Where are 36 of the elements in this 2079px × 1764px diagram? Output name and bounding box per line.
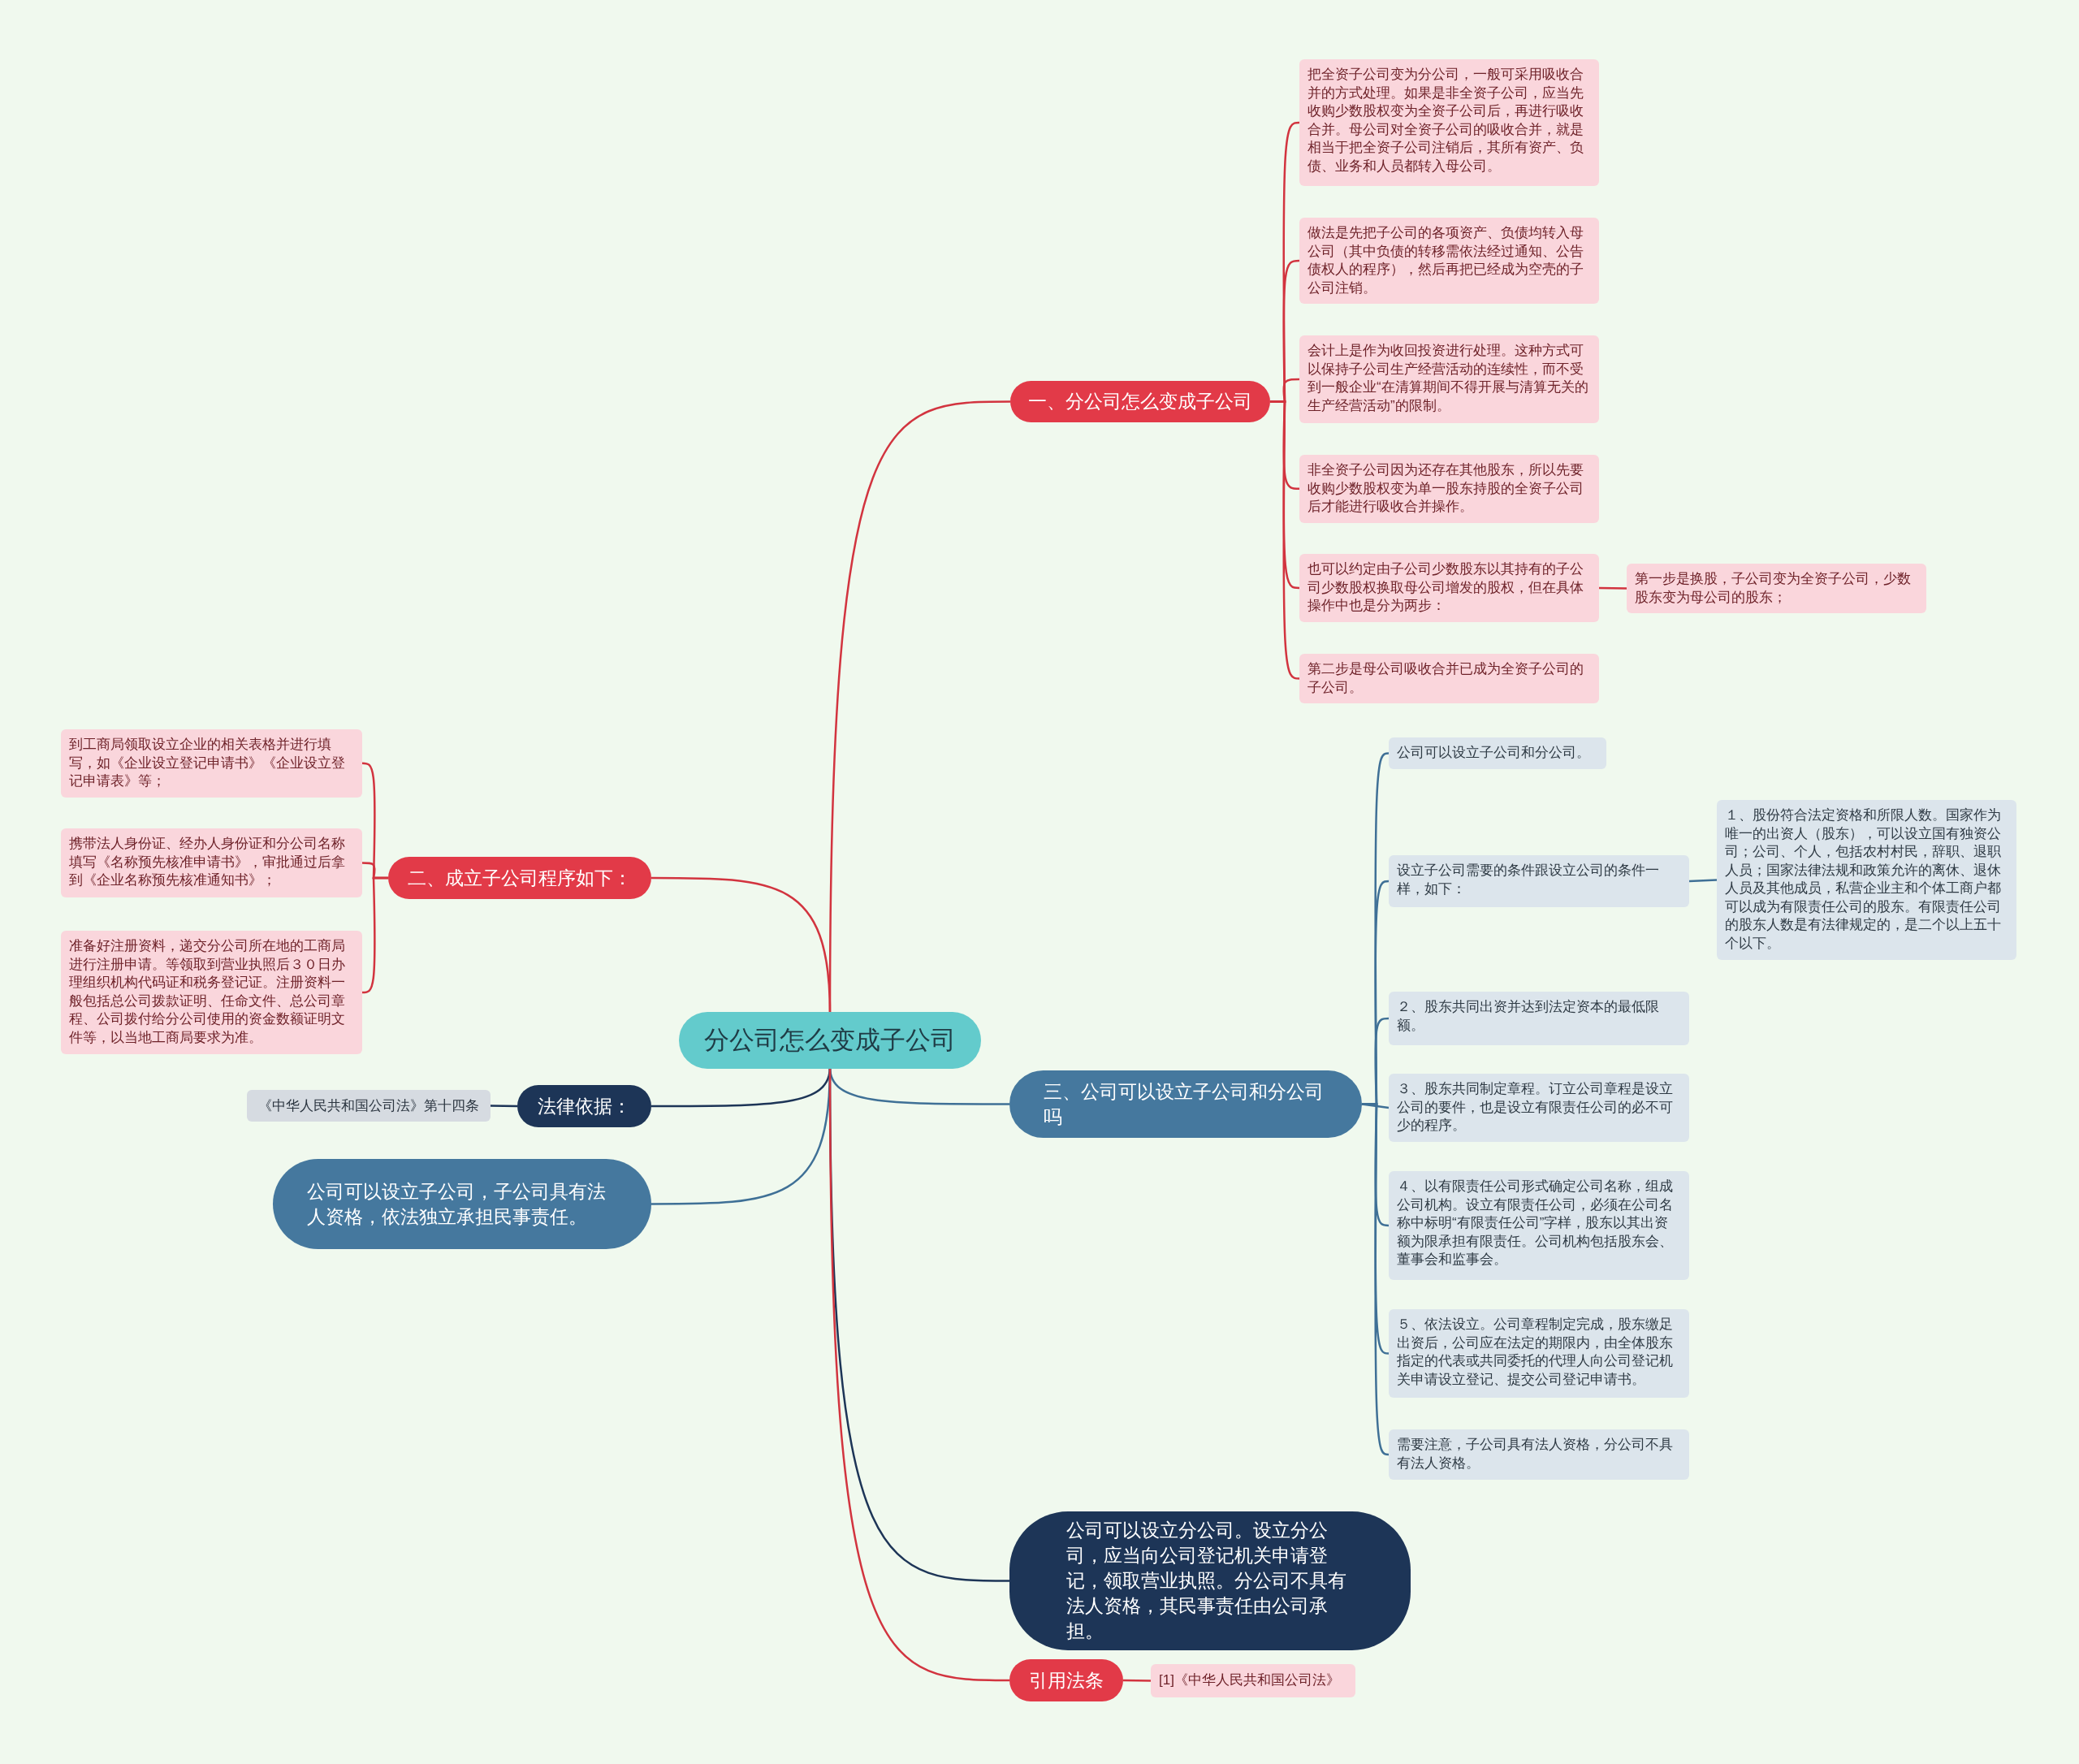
note-box: 携带法人身份证、经办人身份证和分公司名称填写《名称预先核准申请书》，审批通过后拿到《企业名称预先核准通知书》； xyxy=(61,828,362,897)
connector-line xyxy=(1599,586,1627,590)
note-box: ３、股东共同制定章程。订立公司章程是设立公司的要件，也是设立有限责任公司的必不可少的程序。 xyxy=(1389,1074,1689,1142)
note-box: 设立子公司需要的条件跟设立公司的条件一样，如下： xyxy=(1389,855,1689,907)
connector-line xyxy=(1123,1679,1151,1682)
note-box: [1]《中华人民共和国公司法》 xyxy=(1151,1664,1355,1697)
branch-topic: 引用法条 xyxy=(1009,1659,1123,1701)
central-topic: 分公司怎么变成子公司 xyxy=(679,1012,981,1069)
note-box: 到工商局领取设立企业的相关表格并进行填写，如《企业设立登记申请书》《企业设立登记申请表》等； xyxy=(61,729,362,798)
connector-line xyxy=(828,1067,1009,1682)
note-box: 把全资子公司变为分公司，一般可采用吸收合并的方式处理。如果是非全资子公司，应当先收购少数股权变为全资子公司后，再进行吸收合并。母公司对全资子公司的吸收合并，就是相当于把全资子公司注销后，其所有资产、负债、业务和人员都转入母公司。 xyxy=(1299,59,1599,186)
note-box: 做法是先把子公司的各项资产、负债均转入母公司（其中负债的转移需依法经过通知、公告债权人的程序），然后再把已经成为空壳的子公司注销。 xyxy=(1299,218,1599,304)
connector-line xyxy=(361,876,388,994)
note-box: 非全资子公司因为还存在其他股东，所以先要收购少数股权变为单一股东持股的全资子公司后才能进行吸收合并操作。 xyxy=(1299,455,1599,523)
connector-line xyxy=(1362,1103,1390,1456)
branch-topic: 一、分公司怎么变成子公司 xyxy=(1010,381,1270,422)
branch-topic: 法律依据： xyxy=(517,1085,651,1127)
note-box: 《中华人民共和国公司法》第十四条 xyxy=(247,1090,491,1122)
note-box: 公司可以设立子公司和分公司。 xyxy=(1389,737,1606,769)
branch-topic: 二、成立子公司程序如下： xyxy=(388,857,651,899)
branch-topic: 公司可以设立分公司。设立分公司，应当向公司登记机关申请登记，领取营业执照。分公司不具有法人资格，其民事责任由公司承担。 xyxy=(1009,1511,1411,1650)
note-box: 会计上是作为收回投资进行处理。这种方式可以保持子公司生产经营活动的连续性，而不受到一般企业“在清算期间不得开展与清算无关的生产经营活动”的限制。 xyxy=(1299,335,1599,423)
note-box: 需要注意，子公司具有法人资格，分公司不具有法人资格。 xyxy=(1389,1429,1689,1480)
connector-line xyxy=(1688,879,1718,883)
note-box: ２、股东共同出资并达到法定资本的最低限额。 xyxy=(1389,992,1689,1045)
note-box: 也可以约定由子公司少数股东以其持有的子公司少数股权换取母公司增发的股权，但在具体操作中也是分为两步： xyxy=(1299,554,1599,622)
note-box: ４、以有限责任公司形式确定公司名称，组成公司机构。设立有限责任公司，必须在公司名称中标明“有限责任公司”字样，股东以其出资额为限承担有限责任。公司机构包括股东会、董事会和监事会。 xyxy=(1389,1171,1689,1280)
note-box: 第一步是换股，子公司变为全资子公司，少数股东变为母公司的股东； xyxy=(1627,564,1926,613)
note-box: ５、依法设立。公司章程制定完成，股东缴足出资后，公司应在法定的期限内，由全体股东指定的代表或共同委托的代理人向公司登记机关申请设立登记、提交公司登记申请书。 xyxy=(1389,1309,1689,1398)
connector-line xyxy=(491,1105,517,1108)
branch-topic: 公司可以设立子公司，子公司具有法人资格，依法独立承担民事责任。 xyxy=(273,1159,651,1249)
note-box: 第二步是母公司吸收合并已成为全资子公司的子公司。 xyxy=(1299,654,1599,703)
branch-topic: 三、公司可以设立子公司和分公司吗 xyxy=(1009,1070,1362,1138)
note-box: １、股份符合法定资格和所限人数。国家作为唯一的出资人（股东），可以设立国有独资公司；公司、个人，包括农村村民，辞职、退职人员；国家法律法规和政策允许的离休、退休人员及其他成员，私营企业主和个体工商户都可以成为有限责任公司的股东。有限责任公司的股东人数是有法律规定的，是二个以上五十个以下。 xyxy=(1717,800,2016,960)
note-box: 准备好注册资料，递交分公司所在地的工商局进行注册申请。等领取到营业执照后３０日办理组织机构代码证和税务登记证。注册资料一般包括总公司拨款证明、任命文件、总公司章程、公司拨付给分公司使用的资金数额证明文件等，以当地工商局要求为准。 xyxy=(61,931,362,1054)
connector-line xyxy=(651,876,832,1014)
